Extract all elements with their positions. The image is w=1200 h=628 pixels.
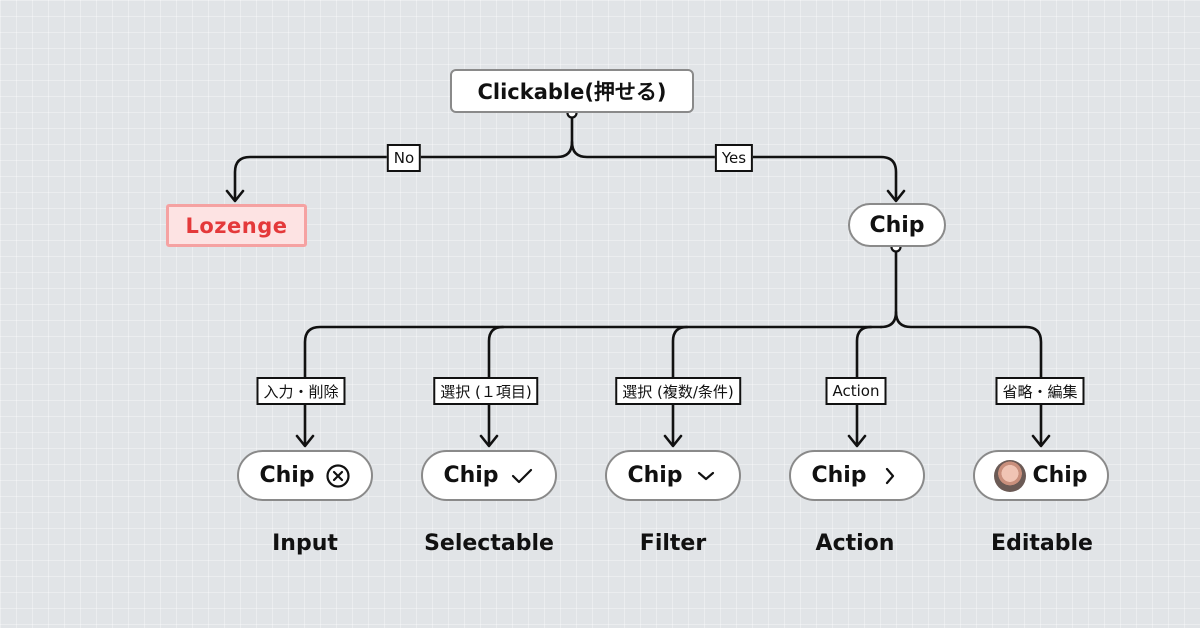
edge-children-bus bbox=[303, 325, 883, 447]
chevron-right-icon bbox=[877, 463, 903, 489]
condition-label-action: Action bbox=[825, 377, 887, 405]
edge-child-selectable bbox=[487, 325, 505, 447]
arrowhead-chip bbox=[886, 189, 906, 203]
filter-chip-label: Chip bbox=[627, 463, 683, 488]
avatar bbox=[994, 459, 1027, 492]
filter-chip[interactable]: Chip bbox=[605, 450, 741, 501]
edge-child-editable bbox=[894, 310, 1043, 447]
edge-root-yes bbox=[570, 140, 898, 202]
arrowhead-filter bbox=[663, 434, 683, 448]
editable-chip-label: Chip bbox=[1032, 463, 1088, 488]
input-chip-label: Chip bbox=[259, 463, 315, 488]
arrowhead-input bbox=[295, 434, 315, 448]
no-branch-label: No bbox=[386, 144, 422, 172]
edge-child-action bbox=[855, 325, 873, 447]
edge-chip-stem bbox=[879, 245, 898, 329]
chip-node: Chip bbox=[848, 203, 946, 247]
category-label-editable: Editable bbox=[991, 531, 1093, 556]
selectable-chip-label: Chip bbox=[443, 463, 499, 488]
condition-label-input: 入力・削除 bbox=[256, 377, 346, 405]
close-circle-icon[interactable] bbox=[325, 463, 351, 489]
condition-label-filter: 選択 (複数/条件) bbox=[615, 377, 741, 405]
action-chip-label: Chip bbox=[811, 463, 867, 488]
check-icon bbox=[509, 463, 535, 489]
arrowhead-lozenge bbox=[225, 189, 245, 203]
arrowhead-editable bbox=[1031, 434, 1051, 448]
category-label-selectable: Selectable bbox=[424, 531, 554, 556]
condition-label-editable: 省略・編集 bbox=[995, 377, 1085, 405]
lozenge-node: Lozenge bbox=[166, 204, 307, 247]
selectable-chip[interactable]: Chip bbox=[421, 450, 557, 501]
input-chip[interactable]: Chip bbox=[237, 450, 373, 501]
root-node: Clickable(押せる) bbox=[450, 69, 694, 113]
category-label-filter: Filter bbox=[639, 531, 707, 556]
condition-label-selectable: 選択 (１項目) bbox=[433, 377, 539, 405]
chevron-down-icon bbox=[693, 463, 719, 489]
editable-chip[interactable]: Chip bbox=[973, 450, 1109, 501]
category-label-input: Input bbox=[272, 531, 338, 556]
category-label-action: Action bbox=[815, 531, 895, 556]
edge-child-filter bbox=[671, 325, 689, 447]
yes-branch-label: Yes bbox=[714, 144, 754, 172]
arrowhead-selectable bbox=[479, 434, 499, 448]
action-chip[interactable]: Chip bbox=[789, 450, 925, 501]
arrowhead-action bbox=[847, 434, 867, 448]
